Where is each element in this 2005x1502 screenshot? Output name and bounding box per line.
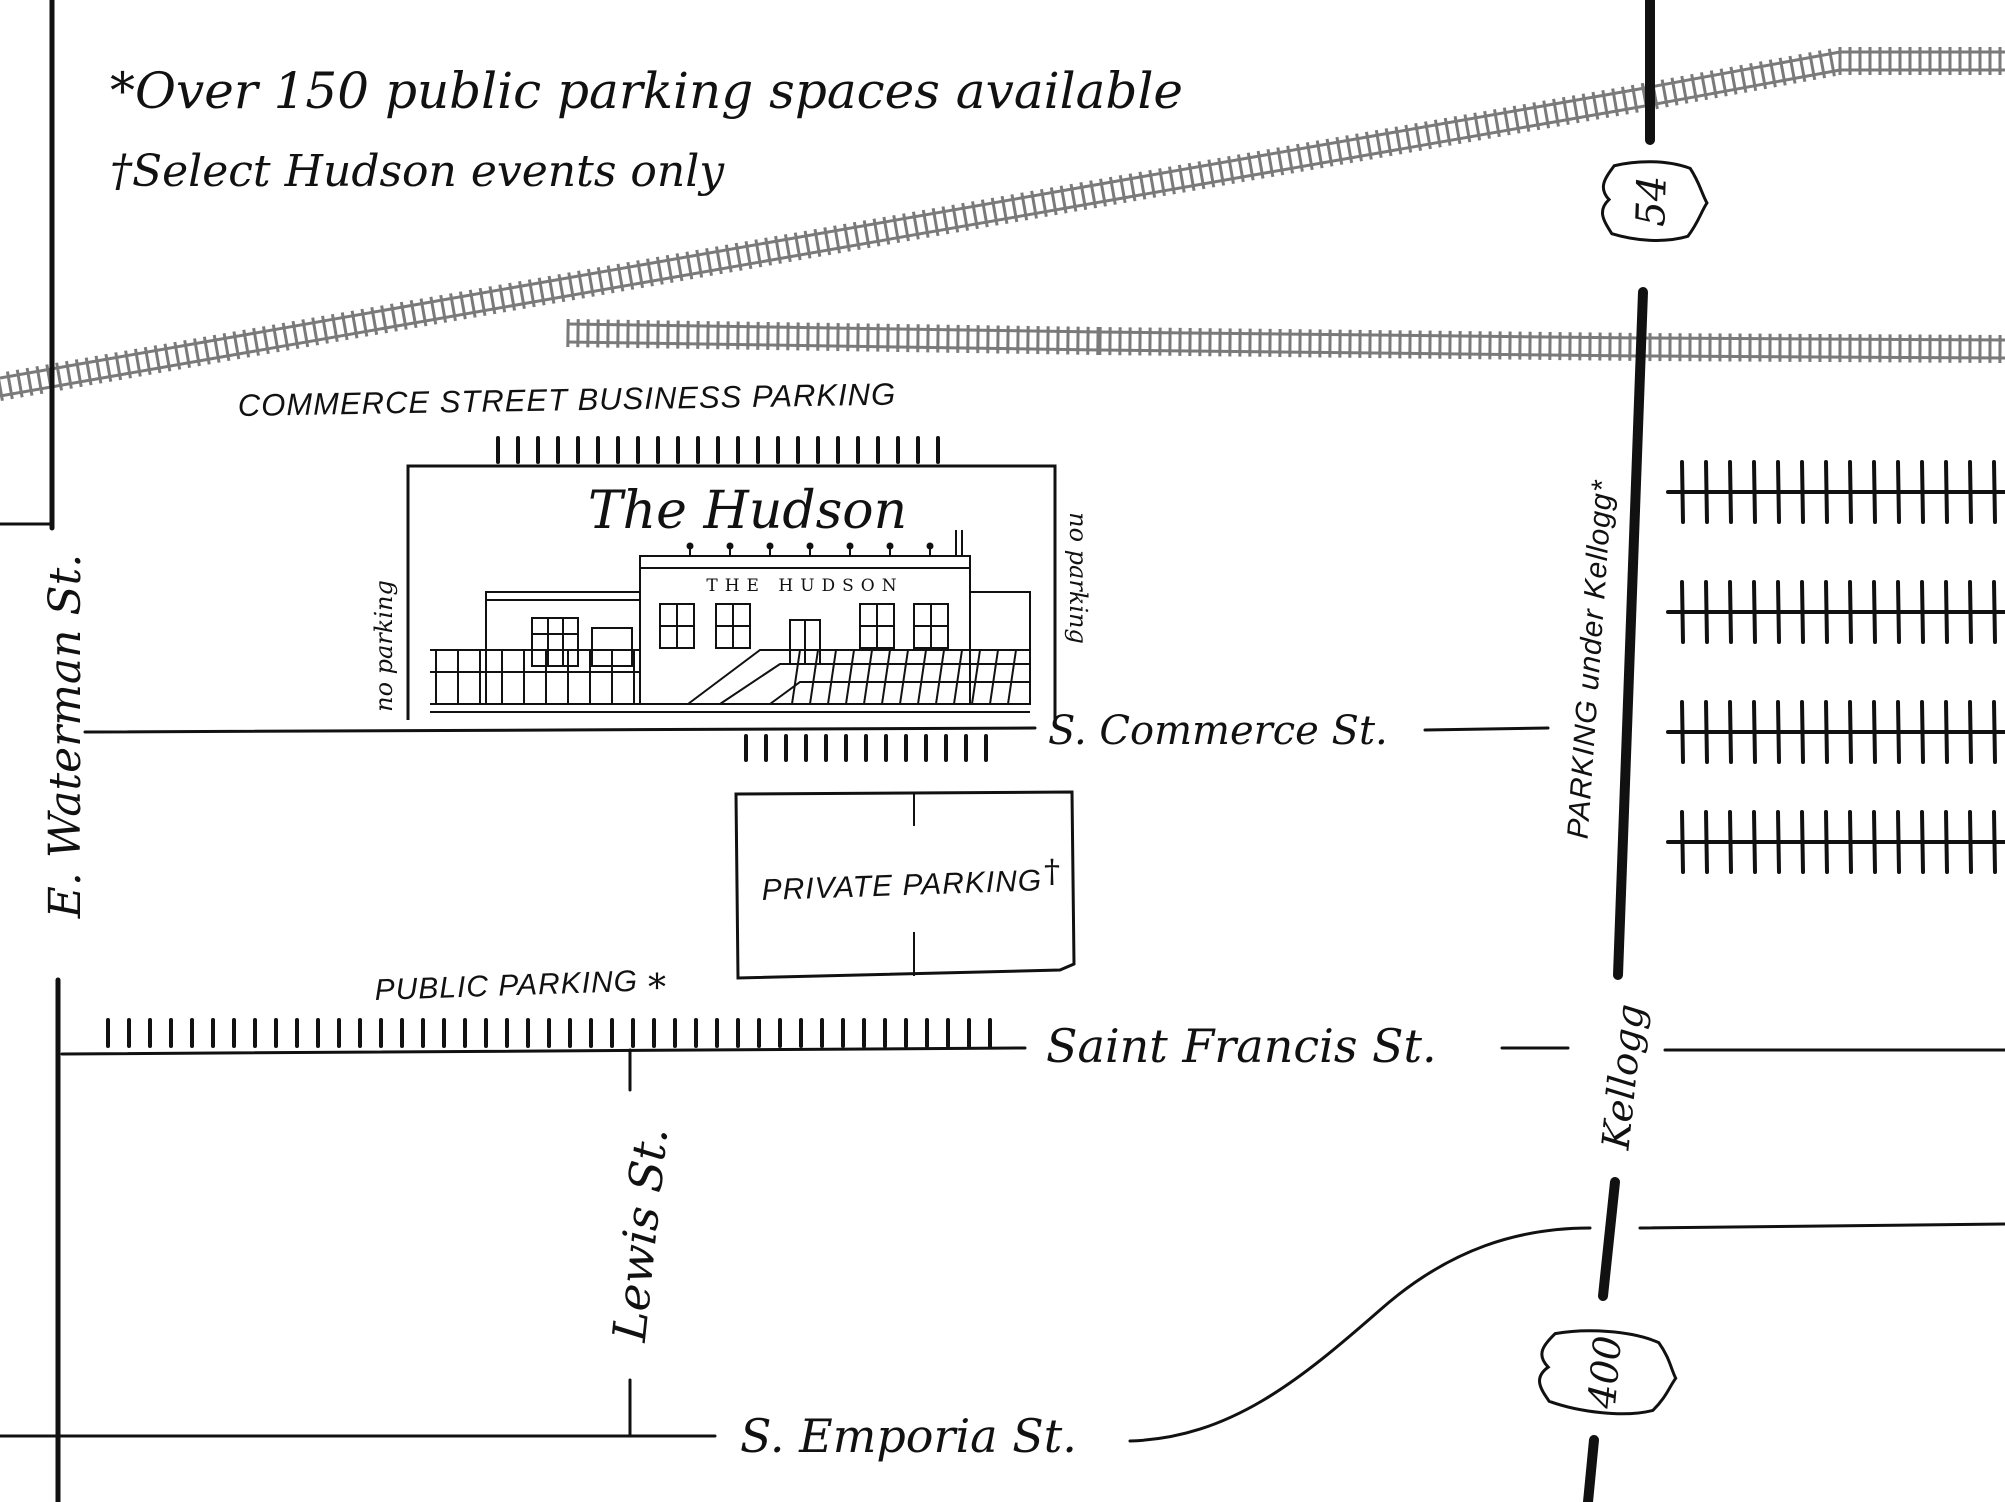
- private-parking-dagger: †: [1044, 852, 1060, 890]
- hudson-front-parking-stalls: [744, 734, 988, 762]
- hudson-building-drawing: THE HUDSON: [430, 530, 1031, 713]
- us-54-number: 54: [1628, 175, 1676, 227]
- road-kellogg-4: [1583, 1435, 1599, 1502]
- kellogg-street-label: Kellogg: [1593, 1002, 1652, 1152]
- public-parking-note: *Over 150 public parking spaces availabl…: [110, 62, 1183, 120]
- private-parking-label: PRIVATE PARKING: [761, 864, 1043, 907]
- public-parking-label: PUBLIC PARKING: [374, 965, 639, 1007]
- us-54-shield: 54: [1600, 160, 1709, 242]
- road-emporia-east: [1128, 1226, 1592, 1443]
- hudson-lot-outline: [406, 464, 1057, 720]
- railroad-lower: [566, 318, 2005, 363]
- no-parking-left-label: no parking: [370, 580, 398, 712]
- commerce-business-parking-label: COMMERCE STREET BUSINESS PARKING: [238, 377, 897, 423]
- commerce-business-parking-stalls: [496, 436, 940, 464]
- us-400-number: 400: [1580, 1334, 1630, 1411]
- parking-under-kellogg-label: PARKING under Kellogg*: [1562, 478, 1620, 840]
- road-east-upper-right: [1638, 1222, 2005, 1230]
- road-saint-francis: [60, 1046, 1027, 1056]
- saint-francis-street-label: Saint Francis St.: [1046, 1019, 1437, 1073]
- commerce-street-label: S. Commerce St.: [1048, 708, 1388, 754]
- railroad-upper: [0, 47, 2005, 402]
- us-400-shield: 400: [1538, 1329, 1678, 1416]
- road-commerce-east: [1423, 726, 1550, 732]
- public-parking-stalls: [106, 1018, 992, 1048]
- kellogg-parking-lot: [1666, 460, 2005, 874]
- waterman-street-label: E. Waterman St.: [40, 554, 91, 920]
- emporia-street-label: S. Emporia St.: [740, 1409, 1077, 1463]
- building-sign: THE HUDSON: [706, 576, 903, 596]
- lewis-street-label: Lewis St.: [602, 1125, 678, 1345]
- private-parking-lot: PRIVATE PARKING †: [734, 790, 1076, 980]
- road-commerce: [83, 726, 1037, 734]
- no-parking-right-label: no parking: [1064, 512, 1092, 644]
- public-parking-asterisk: *: [648, 968, 666, 1009]
- select-events-note: †Select Hudson events only: [110, 146, 725, 197]
- road-kellogg-3: [1598, 1177, 1620, 1301]
- road-kellogg-2: [1613, 287, 1648, 980]
- venue-title: The Hudson: [588, 481, 907, 541]
